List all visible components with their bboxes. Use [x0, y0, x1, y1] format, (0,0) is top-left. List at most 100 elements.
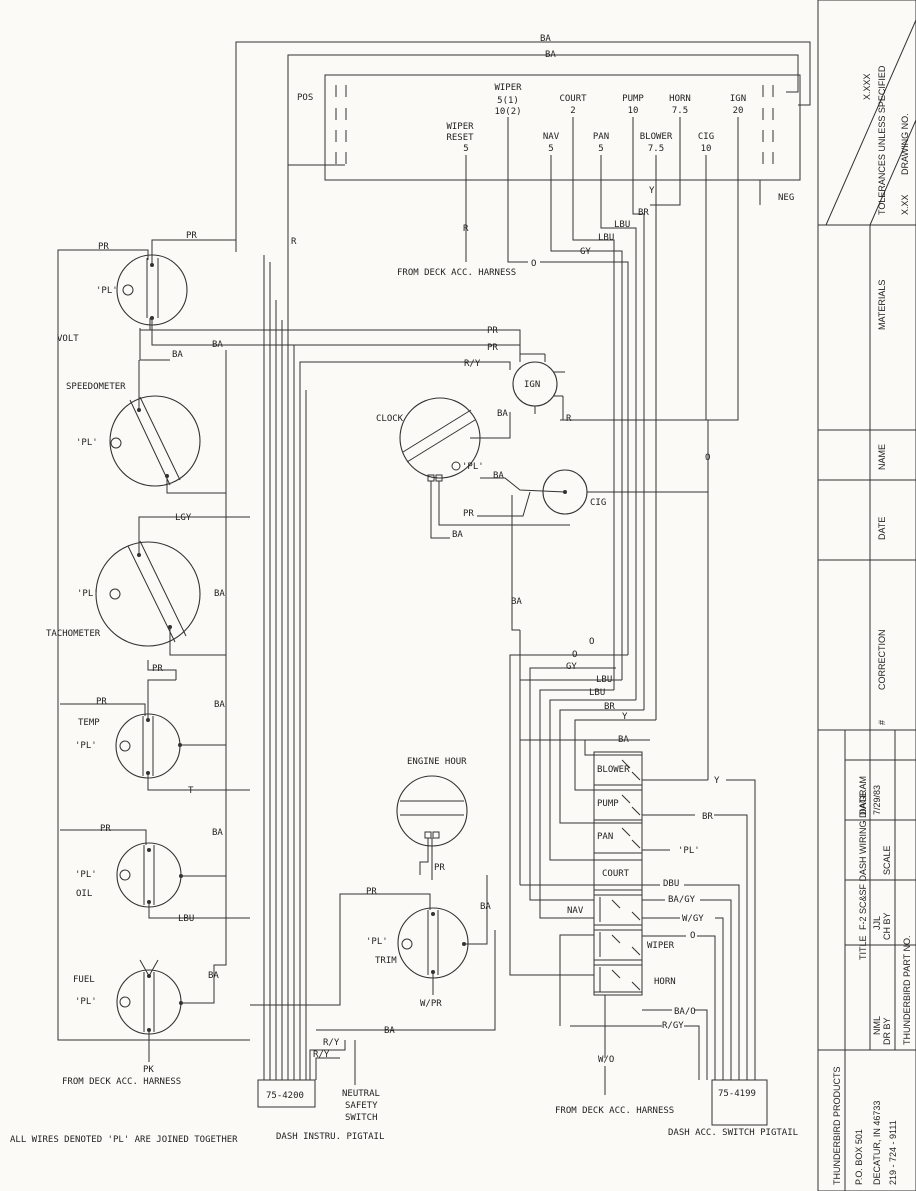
switch-wiper-label: WIPER — [647, 941, 675, 951]
volt-gauge: 'PL' VOLT PR PR BA BA — [57, 231, 276, 1041]
svg-text:W/GY: W/GY — [682, 914, 704, 924]
svg-text:BR: BR — [638, 208, 649, 218]
svg-text:R: R — [566, 414, 572, 424]
svg-text:PR: PR — [366, 887, 377, 897]
fuse-pan-label: PAN — [593, 132, 609, 142]
switch-nav-label: NAV — [567, 906, 584, 916]
ign-switch: IGN R PR PR R/Y — [139, 326, 738, 424]
cig-label: CIG — [590, 498, 606, 508]
fuse-wiper-rating2: 10(2) — [494, 107, 521, 117]
trim-gauge: 'PL' TRIM PR BA W/PR BA — [250, 875, 496, 1036]
engine-hour-meter: ENGINE HOUR PR — [396, 757, 468, 880]
svg-text:R/Y: R/Y — [464, 359, 481, 369]
svg-text:'PL': 'PL' — [76, 438, 98, 448]
fuse-wiper-rating: 5(1) — [497, 96, 519, 106]
svg-text:BA: BA — [480, 902, 491, 912]
top-bus-wires: BA BA — [235, 34, 811, 252]
fuse-horn-label: HORN — [669, 94, 691, 104]
svg-text:'PL': 'PL' — [75, 741, 97, 751]
svg-text:R/GY: R/GY — [662, 1021, 684, 1031]
from-deck-harness-left: FROM DECK ACC. HARNESS — [62, 1077, 181, 1087]
fuse-nav-label: NAV — [543, 132, 560, 142]
title-block: TOLERANCES UNLESS SPECIFIED X.XX X.XXX D… — [817, 0, 916, 1191]
svg-text:DECATUR, IN 46733: DECATUR, IN 46733 — [872, 1101, 882, 1185]
connector-75-4200 — [257, 1079, 316, 1108]
svg-text:PK: PK — [143, 1065, 154, 1075]
fuel-label: FUEL — [73, 975, 95, 985]
svg-text:O: O — [572, 650, 577, 660]
svg-text:TITLE: TITLE — [858, 935, 868, 960]
svg-text:R/Y: R/Y — [323, 1038, 340, 1048]
fuse-wiper-reset-label: WIPER — [446, 122, 474, 132]
neutral-safety-label-3: SWITCH — [345, 1113, 378, 1123]
pos-label: POS — [297, 93, 313, 103]
svg-text:TOLERANCES UNLESS SPECIFIED: TOLERANCES UNLESS SPECIFIED — [877, 65, 887, 215]
svg-text:W/O: W/O — [598, 1055, 614, 1065]
tachometer-label: TACHOMETER — [46, 629, 101, 639]
instrument-harness: R 75-4200 DASH INSTRU. PIGTAIL R/Y R/Y N… — [257, 165, 384, 1142]
speedometer-gauge: 'PL' SPEEDOMETER — [66, 350, 227, 494]
svg-text:X.XX: X.XX — [900, 194, 910, 215]
svg-text:LBU: LBU — [178, 914, 194, 924]
svg-text:BA: BA — [545, 50, 556, 60]
fuse-horn-rating: 7.5 — [672, 106, 688, 116]
svg-text:THUNDERBIRD PART NO.: THUNDERBIRD PART NO. — [902, 935, 912, 1045]
switch-feed-bundle: O O GY LBU LBU BR Y — [509, 637, 656, 1026]
fuse-cig-rating: 10 — [701, 144, 712, 154]
svg-text:219 - 724 - 9111: 219 - 724 - 9111 — [888, 1120, 898, 1185]
fuse-cig-label: CIG — [698, 132, 714, 142]
svg-text:O: O — [531, 259, 536, 269]
svg-text:BA: BA — [452, 530, 463, 540]
fuse-output-wires: R FROM DECK ACC. HARNESS O LBU GY LBU BR… — [397, 117, 739, 780]
svg-text:#: # — [877, 720, 887, 725]
svg-text:BA: BA — [214, 700, 225, 710]
from-deck-harness-top: FROM DECK ACC. HARNESS — [397, 268, 516, 278]
engine-hour-label: ENGINE HOUR — [407, 757, 467, 767]
oil-label: OIL — [76, 889, 92, 899]
svg-text:R: R — [291, 237, 297, 247]
svg-text:JJL: JJL — [872, 916, 882, 930]
svg-text:CH BY: CH BY — [882, 912, 892, 940]
svg-text:O: O — [690, 931, 695, 941]
temp-gauge: 'PL' TEMP PR BA T — [60, 655, 250, 796]
svg-text:BA/GY: BA/GY — [668, 895, 696, 905]
svg-text:W/PR: W/PR — [420, 999, 442, 1009]
svg-text:BA: BA — [497, 409, 508, 419]
svg-text:'PL': 'PL' — [366, 937, 388, 947]
fuse-court-rating: 2 — [570, 106, 575, 116]
svg-text:LBU: LBU — [589, 688, 605, 698]
fuel-gauge: 'PL' FUEL BA PK FROM DECK ACC. HARNESS — [62, 876, 227, 1087]
neutral-safety-label-1: NEUTRAL — [342, 1089, 380, 1099]
svg-text:LGY: LGY — [175, 513, 192, 523]
svg-text:'PL': 'PL' — [75, 870, 97, 880]
svg-text:PR: PR — [152, 664, 163, 674]
clock: 'PL' CLOCK BA BA — [376, 397, 570, 540]
svg-text:75-4199: 75-4199 — [718, 1089, 756, 1099]
fuse-pump-label: PUMP — [622, 94, 644, 104]
svg-text:'PL': 'PL' — [678, 846, 700, 856]
fuse-blower-label: BLOWER — [640, 132, 673, 142]
svg-text:PR: PR — [463, 509, 474, 519]
svg-text:DRAWING NO.: DRAWING NO. — [900, 113, 910, 175]
svg-text:BR: BR — [702, 812, 713, 822]
svg-text:BR: BR — [604, 702, 615, 712]
svg-text:PR: PR — [186, 231, 197, 241]
svg-text:PR: PR — [96, 697, 107, 707]
svg-text:DBU: DBU — [663, 879, 679, 889]
svg-text:BA: BA — [172, 350, 183, 360]
svg-text:O: O — [589, 637, 594, 647]
svg-text:MATERIALS: MATERIALS — [877, 280, 887, 330]
footnote: ALL WIRES DENOTED 'PL' ARE JOINED TOGETH… — [10, 1135, 238, 1145]
fuse-blower-rating: 7.5 — [648, 144, 664, 154]
svg-text:T: T — [188, 786, 194, 796]
svg-text:PR: PR — [100, 824, 111, 834]
svg-text:GY: GY — [566, 662, 577, 672]
svg-text:Y: Y — [622, 712, 628, 722]
svg-text:BA/O: BA/O — [674, 1007, 696, 1017]
switch-horn-label: HORN — [654, 977, 676, 987]
switch-pan-label: PAN — [597, 832, 613, 842]
connector-75-4199 — [711, 1079, 768, 1126]
svg-text:Y: Y — [649, 186, 655, 196]
svg-text:'PL': 'PL' — [96, 286, 118, 296]
